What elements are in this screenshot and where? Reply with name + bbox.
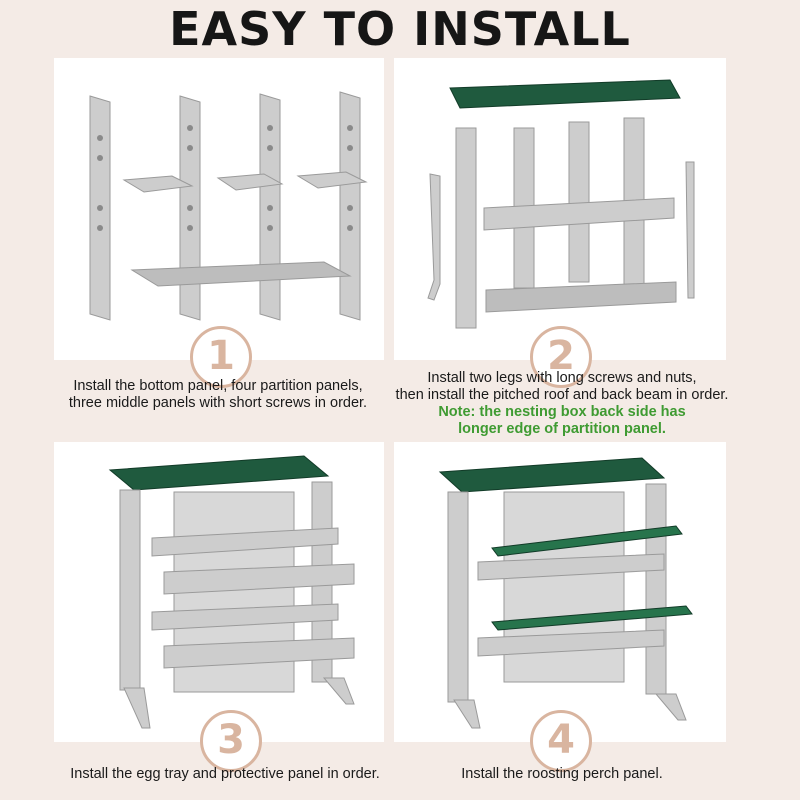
step-4-illustration bbox=[438, 457, 693, 729]
leg-right bbox=[685, 161, 695, 299]
step-3-caption-line: Install the egg tray and protective pane… bbox=[70, 766, 380, 782]
step-2-panel: 2 bbox=[394, 58, 726, 388]
step-1-caption: Install the bottom panel, four partition… bbox=[40, 378, 396, 412]
step-4-number-badge: 4 bbox=[530, 710, 592, 772]
roof bbox=[438, 457, 666, 493]
middle-panel bbox=[122, 175, 194, 193]
step-3-caption: Install the egg tray and protective pane… bbox=[40, 766, 410, 783]
bottom-panel bbox=[130, 261, 352, 287]
step-2-caption-line: then install the pitched roof and back b… bbox=[395, 387, 729, 403]
side-panel-left bbox=[447, 491, 469, 703]
pitched-roof bbox=[449, 79, 681, 109]
egg-tray-upper bbox=[477, 553, 665, 581]
protective-panel-lower bbox=[163, 637, 355, 669]
page-title: EASY TO INSTALL bbox=[169, 2, 631, 56]
step-1-panel: 1 bbox=[54, 58, 384, 388]
step-3-number-badge: 3 bbox=[200, 710, 262, 772]
step-2-note-line: Note: the nesting box back side has bbox=[438, 404, 686, 420]
step-2-number-badge: 2 bbox=[530, 326, 592, 388]
step-1-caption-line: Install the bottom panel, four partition… bbox=[73, 378, 363, 394]
step-2-caption: Install two legs with long screws and nu… bbox=[390, 370, 734, 438]
leg-left bbox=[453, 699, 481, 729]
egg-tray-lower bbox=[477, 629, 665, 657]
egg-tray-upper bbox=[151, 527, 339, 557]
step-2-illustration bbox=[427, 79, 695, 329]
step-3-illustration bbox=[108, 455, 355, 729]
egg-tray-lower bbox=[151, 603, 339, 631]
step-2-caption-line: Install two legs with long screws and nu… bbox=[427, 370, 697, 386]
roosting-perch-lower bbox=[491, 605, 693, 631]
step-4-panel: 4 bbox=[394, 442, 726, 772]
partition-panel bbox=[568, 121, 590, 283]
middle-panel bbox=[296, 171, 368, 189]
step-4-caption-line: Install the roosting perch panel. bbox=[461, 766, 663, 782]
side-panel-right bbox=[645, 483, 667, 695]
step-2-note-line: longer edge of partition panel. bbox=[458, 421, 666, 437]
leg-right bbox=[322, 677, 355, 705]
roosting-perch-upper bbox=[491, 525, 683, 557]
step-1-illustration bbox=[89, 91, 368, 321]
leg-left bbox=[123, 687, 151, 729]
back-beam bbox=[483, 197, 675, 231]
roof bbox=[108, 455, 330, 491]
step-1-caption-line: three middle panels with short screws in… bbox=[68, 395, 368, 411]
step-4-caption: Install the roosting perch panel. bbox=[412, 766, 712, 783]
leg-left bbox=[427, 173, 441, 301]
step-3-panel: 3 bbox=[54, 442, 384, 772]
leg-right bbox=[654, 693, 687, 721]
step-1-number-badge: 1 bbox=[190, 326, 252, 388]
middle-panel bbox=[216, 173, 284, 191]
side-panel-left bbox=[119, 489, 141, 691]
side-panel-left bbox=[455, 127, 477, 329]
bottom-panel bbox=[485, 281, 677, 313]
protective-panel-upper bbox=[163, 563, 355, 595]
